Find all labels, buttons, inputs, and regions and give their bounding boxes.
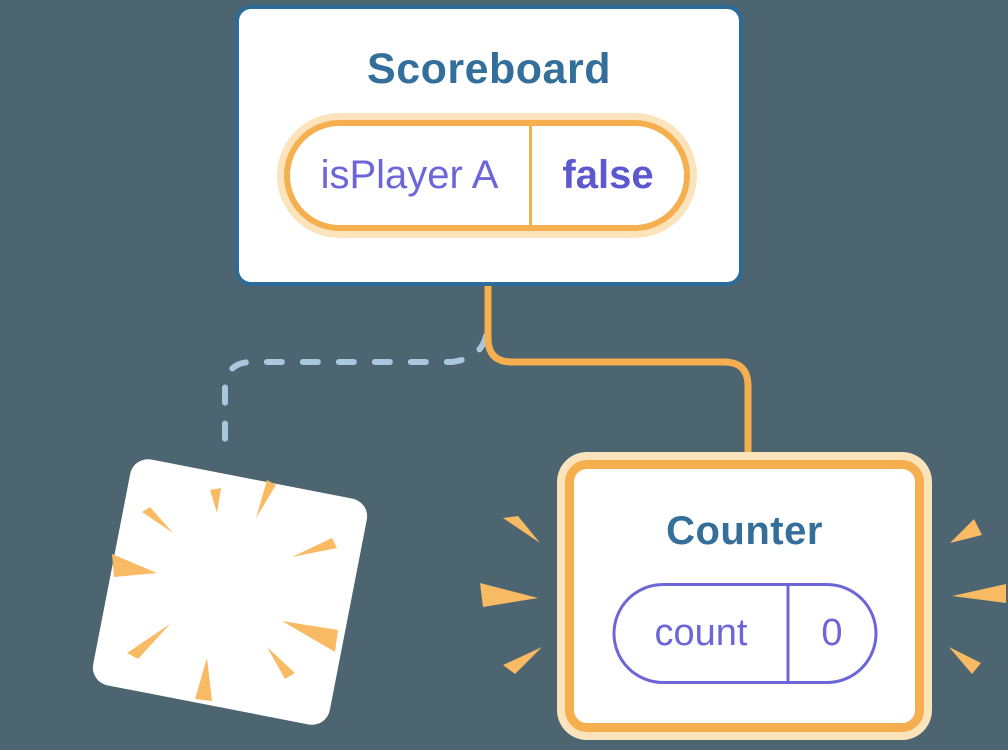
emphasis-burst-icon — [480, 516, 1006, 674]
dashed-connector-line — [222, 333, 489, 461]
poof-icon — [92, 459, 368, 725]
pill-divider — [786, 586, 790, 681]
counter-state-name: count — [654, 612, 748, 654]
scoreboard-state-value: false — [562, 153, 654, 197]
scoreboard-state-name: isPlayer A — [320, 153, 499, 197]
solid-connector-line — [484, 285, 752, 456]
scoreboard-state-pill-inner: isPlayer A false — [284, 120, 690, 231]
scoreboard-title: Scoreboard — [367, 45, 611, 93]
scoreboard-component-card: Scoreboard isPlayer A false — [235, 5, 743, 286]
scoreboard-state-pill: isPlayer A false — [277, 113, 697, 238]
counter-component-card-inner: Counter count 0 — [565, 460, 924, 732]
counter-state-pill: count 0 — [612, 583, 877, 684]
counter-title: Counter — [666, 509, 823, 553]
counter-state-value: 0 — [821, 612, 843, 654]
counter-component-card: Counter count 0 — [557, 452, 932, 740]
pill-divider — [529, 126, 532, 225]
